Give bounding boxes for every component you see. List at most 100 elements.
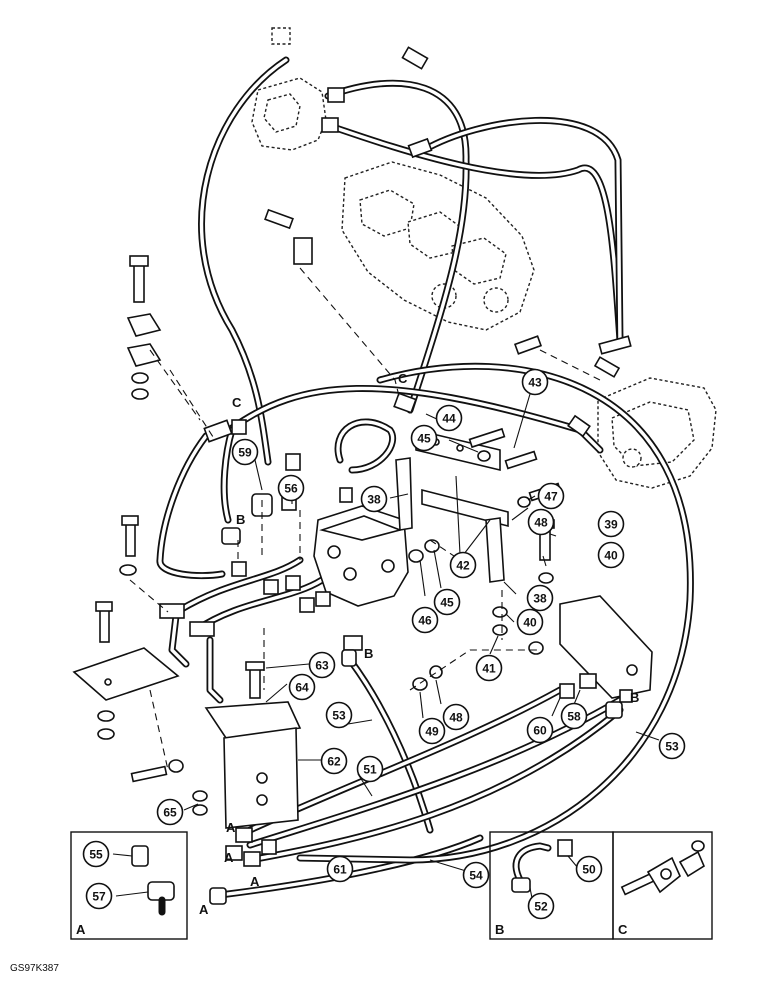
inset-boxes bbox=[70, 831, 713, 940]
callout-circle bbox=[516, 608, 544, 636]
callout-label: 57 bbox=[92, 889, 106, 903]
callout-circle bbox=[475, 654, 503, 682]
callout-50: 50 bbox=[575, 855, 603, 883]
callout-circle bbox=[231, 438, 259, 466]
callout-label: 40 bbox=[604, 548, 618, 562]
callout-circle bbox=[560, 702, 588, 730]
callout-44: 44 bbox=[435, 404, 463, 432]
callout-circle bbox=[435, 404, 463, 432]
hose-line-inner bbox=[230, 386, 602, 452]
floor-bracket-left bbox=[72, 647, 180, 701]
callout-53: 53 bbox=[658, 732, 686, 760]
inset-b-parts bbox=[511, 839, 579, 899]
phantom-top-valve bbox=[251, 27, 327, 151]
callout-58: 58 bbox=[560, 702, 588, 730]
callout-38: 38 bbox=[360, 485, 388, 513]
ref-a-1: A bbox=[226, 820, 236, 835]
callout-label: 53 bbox=[332, 708, 346, 722]
callout-label: 46 bbox=[418, 613, 432, 627]
inset-c-label: C bbox=[618, 922, 628, 937]
callout-label: 64 bbox=[295, 680, 309, 694]
callout-circle bbox=[597, 541, 625, 569]
callout-label: 40 bbox=[523, 615, 537, 629]
callout-label: 53 bbox=[665, 739, 679, 753]
hose-line-inner bbox=[170, 614, 188, 666]
callout-60: 60 bbox=[526, 716, 554, 744]
manifold-block-lower-right bbox=[559, 595, 653, 699]
callout-circle bbox=[521, 368, 549, 396]
callout-label: 49 bbox=[425, 724, 439, 738]
callout-circle bbox=[462, 861, 490, 889]
callout-layer: 3838394040414243444545464748484950515253… bbox=[82, 368, 686, 920]
callout-48: 48 bbox=[527, 508, 555, 536]
callout-41: 41 bbox=[475, 654, 503, 682]
callout-circle bbox=[526, 584, 554, 612]
callout-circle bbox=[360, 485, 388, 513]
callout-circle bbox=[537, 482, 565, 510]
callout-38: 38 bbox=[526, 584, 554, 612]
ref-a-4: A bbox=[199, 902, 209, 917]
callout-circle bbox=[308, 651, 336, 679]
callout-circle bbox=[288, 673, 316, 701]
inset-c-parts bbox=[620, 840, 706, 896]
callout-65: 65 bbox=[156, 798, 184, 826]
callout-circle bbox=[575, 855, 603, 883]
hose-line-inner bbox=[178, 558, 302, 612]
callout-circle bbox=[526, 716, 554, 744]
inset-a-label: A bbox=[76, 922, 86, 937]
callout-label: 63 bbox=[315, 658, 329, 672]
callout-label: 55 bbox=[89, 847, 103, 861]
callout-39: 39 bbox=[597, 510, 625, 538]
callout-label: 56 bbox=[284, 481, 298, 495]
callout-48: 48 bbox=[442, 703, 470, 731]
callout-circle bbox=[356, 755, 384, 783]
callout-label: 38 bbox=[533, 591, 547, 605]
callout-56: 56 bbox=[277, 474, 305, 502]
hose-line-inner bbox=[334, 126, 622, 342]
callout-circle bbox=[597, 510, 625, 538]
hose-line-inner bbox=[218, 836, 482, 897]
callout-54: 54 bbox=[462, 861, 490, 889]
callout-circle bbox=[658, 732, 686, 760]
callout-circle bbox=[527, 508, 555, 536]
callout-circle bbox=[410, 424, 438, 452]
inset-a-parts bbox=[112, 845, 175, 916]
callout-label: 39 bbox=[604, 517, 618, 531]
mounting-brackets bbox=[395, 428, 509, 583]
callout-label: 61 bbox=[333, 862, 347, 876]
callout-62: 62 bbox=[320, 747, 348, 775]
callout-circle bbox=[325, 701, 353, 729]
callout-circle bbox=[85, 882, 113, 910]
hose-line-inner bbox=[158, 434, 224, 578]
ref-b-left: B bbox=[236, 512, 245, 527]
bolts-and-nuts bbox=[95, 46, 562, 816]
callout-circle bbox=[320, 747, 348, 775]
hose-line-inner bbox=[208, 638, 222, 702]
callout-label: 51 bbox=[363, 762, 377, 776]
callout-circle bbox=[449, 551, 477, 579]
callout-circle bbox=[82, 840, 110, 868]
pedestal-bracket bbox=[204, 701, 302, 829]
ref-a-2: A bbox=[224, 850, 234, 865]
hose-line-inner bbox=[222, 428, 234, 522]
phantom-pump-right bbox=[597, 377, 717, 489]
callout-label: 59 bbox=[238, 445, 252, 459]
callout-circle bbox=[411, 606, 439, 634]
callout-63: 63 bbox=[308, 651, 336, 679]
hose-line-inner bbox=[194, 578, 324, 632]
callout-43: 43 bbox=[521, 368, 549, 396]
callout-64: 64 bbox=[288, 673, 316, 701]
inset-b-label: B bbox=[495, 922, 504, 937]
hose-line-inner bbox=[422, 118, 622, 346]
ref-a-3: A bbox=[250, 874, 260, 889]
callout-circle bbox=[418, 717, 446, 745]
ref-b-mid: B bbox=[364, 646, 373, 661]
callout-47: 47 bbox=[537, 482, 565, 510]
callout-label: 58 bbox=[567, 709, 581, 723]
callout-49: 49 bbox=[418, 717, 446, 745]
callout-57: 57 bbox=[85, 882, 113, 910]
ref-c-left: C bbox=[232, 395, 242, 410]
callout-label: 65 bbox=[163, 805, 177, 819]
callout-53: 53 bbox=[325, 701, 353, 729]
hose-line-inner bbox=[348, 658, 432, 832]
